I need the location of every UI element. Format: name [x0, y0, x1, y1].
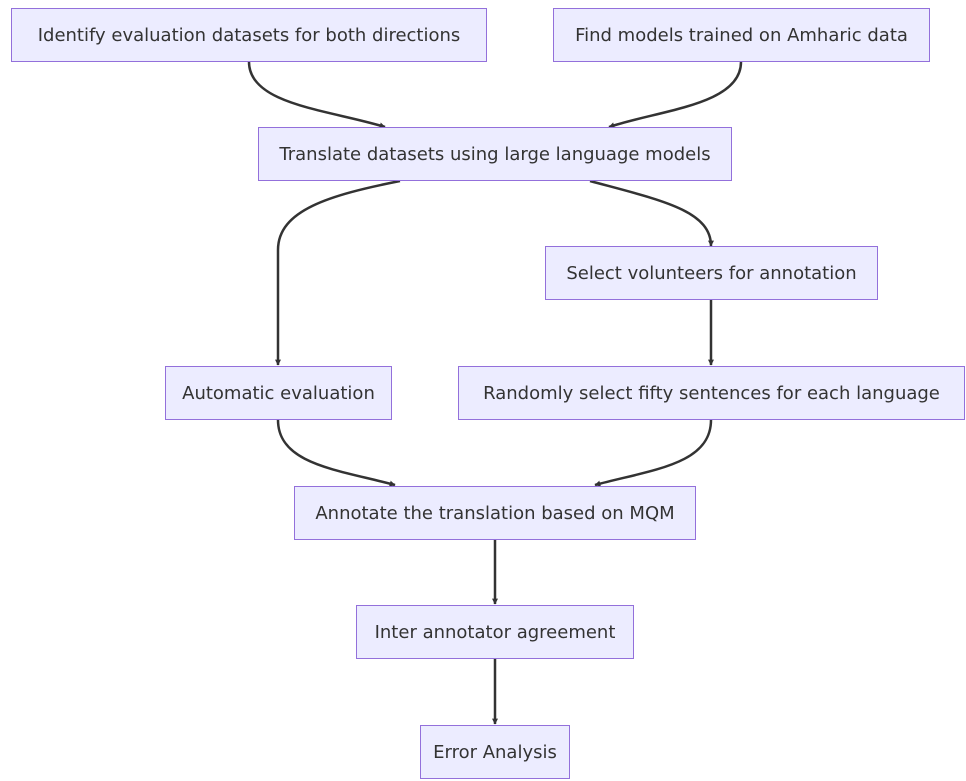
node-automatic-evaluation: Automatic evaluation — [165, 366, 392, 420]
node-inter-annotator: Inter annotator agreement — [356, 605, 634, 659]
edge-automatic-to-annotate — [276, 419, 396, 487]
node-find-models: Find models trained on Amharic data — [553, 8, 930, 62]
edge-random-to-annotate — [594, 419, 713, 487]
node-translate-datasets: Translate datasets using large language … — [258, 127, 732, 181]
node-identify-datasets: Identify evaluation datasets for both di… — [11, 8, 487, 62]
node-select-volunteers: Select volunteers for annotation — [545, 246, 878, 300]
node-error-analysis: Error Analysis — [420, 725, 570, 779]
edge-find-models-to-translate — [608, 61, 743, 129]
node-annotate-mqm: Annotate the translation based on MQM — [294, 486, 696, 540]
edge-translate-to-automatic — [275, 179, 401, 366]
edge-identify-to-translate — [247, 61, 386, 129]
node-random-select-sentences: Randomly select fifty sentences for each… — [458, 366, 965, 420]
edge-translate-to-volunteers — [589, 179, 714, 247]
